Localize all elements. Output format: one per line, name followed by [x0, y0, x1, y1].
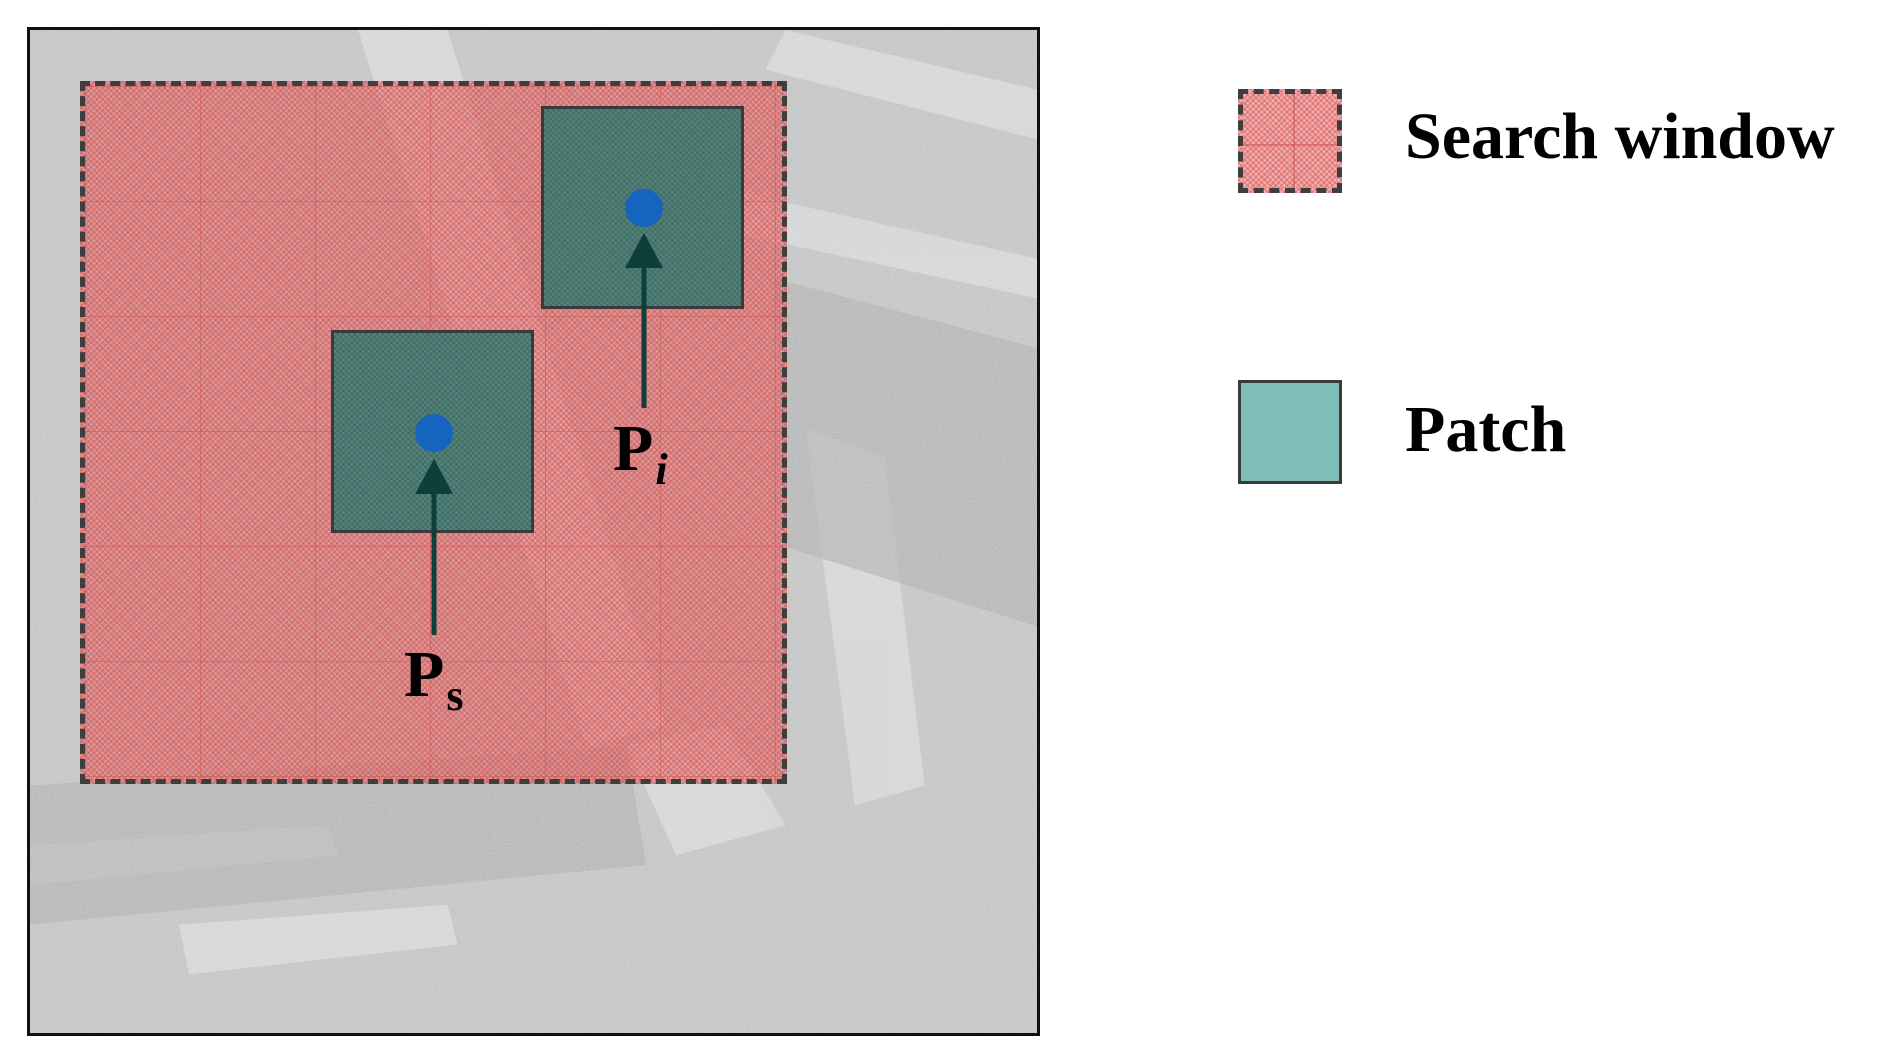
- legend-patch-swatch: [1238, 380, 1342, 484]
- patch-s-label-main: P: [404, 638, 445, 711]
- patch-i-center-dot: [625, 189, 663, 227]
- patch-s-center-dot: [415, 414, 453, 452]
- legend-search-window-label: Search window: [1405, 100, 1835, 173]
- patch-i-label: Pi: [613, 416, 668, 492]
- legend-patch-label: Patch: [1405, 393, 1567, 466]
- patch-s-label: Ps: [404, 642, 463, 718]
- patch-i-label-main: P: [613, 412, 654, 485]
- legend-search-window-swatch: [1238, 89, 1342, 193]
- patch-i-label-sub: i: [655, 445, 668, 494]
- patch-s-label-sub: s: [446, 671, 464, 720]
